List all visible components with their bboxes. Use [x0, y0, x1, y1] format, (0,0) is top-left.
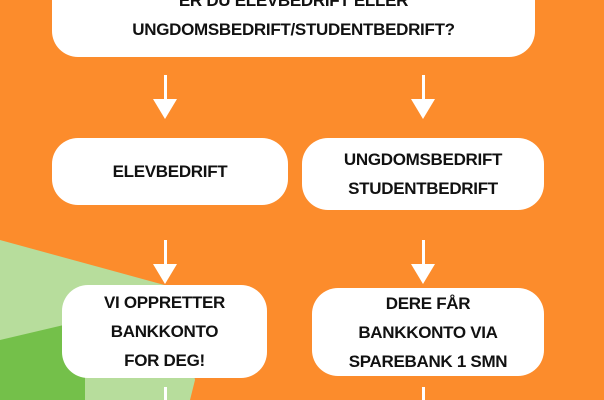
- ungdomsbedrift-result-box: DERE FÅR BANKKONTO VIA SPAREBANK 1 SMN: [312, 288, 544, 376]
- result-line: BANKKONTO: [110, 322, 219, 341]
- elevbedrift-result-box: VI OPPRETTER BANKKONTO FOR DEG!: [62, 285, 267, 378]
- elevbedrift-label: ELEVBEDRIFT: [112, 162, 228, 181]
- ungdomsbedrift-box: UNGDOMSBEDRIFT STUDENTBEDRIFT: [302, 138, 544, 210]
- arrow-down-icon: [153, 240, 177, 284]
- question-box: ER DU ELEVBEDRIFT ELLER UNGDOMSBEDRIFT/S…: [52, 0, 535, 57]
- arrow-down-icon: [411, 75, 435, 119]
- result-line: DERE FÅR: [385, 293, 471, 313]
- studentbedrift-label: STUDENTBEDRIFT: [348, 179, 498, 198]
- result-line: SPAREBANK 1 SMN: [348, 351, 508, 371]
- arrow-down-icon: [411, 240, 435, 284]
- result-line: VI OPPRETTER: [103, 293, 226, 312]
- result-line: FOR DEG!: [124, 351, 205, 370]
- question-line-2: UNGDOMSBEDRIFT/STUDENTBEDRIFT?: [132, 20, 455, 39]
- ungdomsbedrift-label: UNGDOMSBEDRIFT: [343, 150, 503, 169]
- elevbedrift-box: ELEVBEDRIFT: [52, 138, 288, 205]
- arrow-down-icon: [422, 387, 425, 400]
- question-line-1: ER DU ELEVBEDRIFT ELLER: [178, 0, 409, 10]
- result-line: BANKKONTO VIA: [358, 322, 498, 342]
- arrow-down-icon: [153, 75, 177, 119]
- arrow-down-icon: [164, 387, 167, 400]
